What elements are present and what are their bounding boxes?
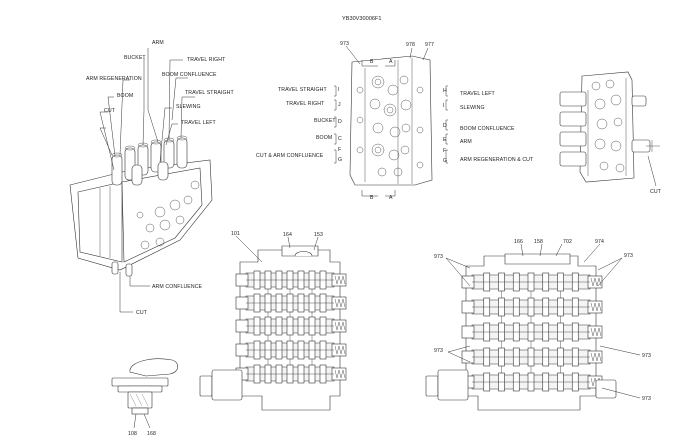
front-left-letter-f: F [338, 147, 341, 153]
label-boom-confluence: BOOM CONFLUENCE [162, 72, 217, 78]
ref-164: 164 [283, 232, 292, 238]
front-label-slewing: SLEWING [460, 105, 485, 111]
section-a-bottom: A [389, 195, 393, 201]
front-view: B A B A 973 978 977 TRAVEL STRAIGHT TRAV… [256, 41, 534, 201]
front-right-letter-d: D [443, 123, 447, 129]
front-label-boom-confluence: BOOM CONFLUENCE [460, 126, 515, 132]
label-boom: BOOM [117, 93, 133, 99]
front-right-letter-h: H [443, 88, 447, 94]
ref-153: 153 [314, 232, 323, 238]
section-b-bottom: B [370, 195, 374, 201]
front-label-travel-right: TRAVEL RIGHT [286, 101, 325, 107]
front-left-letter-g: G [338, 157, 342, 163]
label-arm-regeneration: ARM REGENERATION [86, 76, 142, 82]
ref-702: 702 [563, 239, 572, 245]
detail-view: 108 168 [111, 358, 179, 437]
ref-978-front: 978 [406, 42, 415, 48]
spool-row [461, 347, 603, 373]
isometric-valve: ARM BUCKET TRAVEL RIGHT ARM REGENERATION… [69, 40, 234, 316]
label-bucket: BUCKET [124, 55, 146, 61]
front-label-travel-straight: TRAVEL STRAIGHT [278, 87, 327, 93]
ref-973-right-top: 973 [624, 253, 633, 259]
front-right-letter-i: I [443, 103, 445, 109]
ref-108: 108 [128, 431, 137, 437]
ref-974: 974 [595, 239, 604, 245]
spool-row [461, 322, 603, 348]
label-cut: CUT [104, 108, 116, 114]
spool-row [235, 340, 347, 365]
front-left-letter-j: J [338, 102, 341, 108]
front-label-arm: ARM [460, 139, 472, 145]
ref-973-front: 973 [340, 41, 349, 47]
spool-row [461, 272, 603, 298]
ref-158: 158 [534, 239, 543, 245]
spool-row [235, 364, 347, 384]
spool-row [461, 297, 603, 323]
label-arm: ARM [152, 40, 164, 46]
front-label-bucket: BUCKET [314, 118, 336, 124]
spool-row [235, 270, 347, 294]
ref-101: 101 [231, 231, 240, 237]
front-left-letter-c: C [338, 136, 342, 142]
figure-code: YB30V30006F1 [342, 16, 382, 22]
label-slewing: SLEWING [176, 104, 201, 110]
section-view-left: 101 164 153 [199, 231, 347, 411]
label-travel-right: TRAVEL RIGHT [187, 57, 226, 63]
ref-166: 166 [514, 239, 523, 245]
ref-168: 168 [147, 431, 156, 437]
ref-973-left-bottom: 973 [434, 348, 443, 354]
label-travel-left: TRAVEL LEFT [181, 120, 217, 126]
ref-977-front: 977 [425, 42, 434, 48]
side-view: CUT [559, 71, 662, 195]
ref-973-right-mid: 973 [642, 353, 651, 359]
front-right-letter-e: E [443, 137, 447, 143]
spool-row [235, 316, 347, 341]
spool-row [461, 372, 603, 392]
section-a-top: A [389, 59, 393, 65]
front-left-letter-i: I [338, 87, 340, 93]
front-label-boom: BOOM [316, 135, 332, 141]
front-right-letter-g: G [443, 158, 447, 164]
front-label-cut-arm-confluence: CUT & ARM CONFLUENCE [256, 153, 324, 159]
section-b-top: B [370, 59, 374, 65]
side-label-cut: CUT [650, 189, 662, 195]
spool-row [235, 293, 347, 317]
section-view-right: 166 158 702 974 973 973 973 973 973 [425, 239, 651, 411]
label-cut-bottom: CUT [136, 310, 148, 316]
front-label-travel-left: TRAVEL LEFT [460, 91, 496, 97]
front-label-arm-regeneration-cut: ARM REGENERATION & CUT [460, 157, 534, 163]
front-left-letter-d: D [338, 119, 342, 125]
label-travel-straight: TRAVEL STRAIGHT [185, 90, 234, 96]
ref-973-right-bottom: 973 [642, 396, 651, 402]
front-right-letter-f: F [443, 148, 446, 154]
ref-973-left-top: 973 [434, 254, 443, 260]
label-arm-confluence: ARM CONFLUENCE [152, 284, 203, 290]
